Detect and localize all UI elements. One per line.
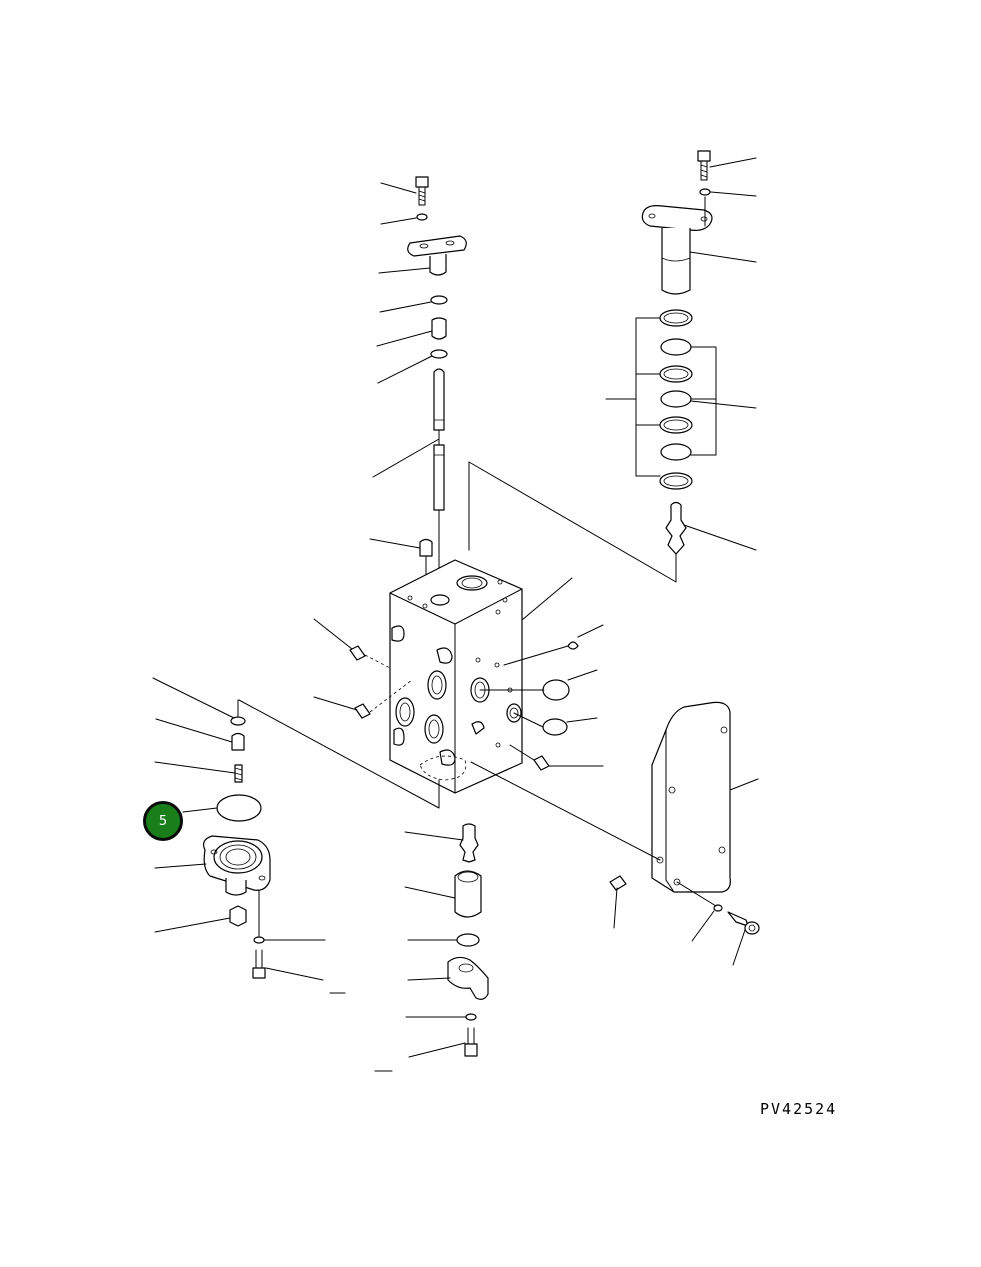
top-bolt: [415, 176, 429, 206]
callout-marker-5[interactable]: 5: [143, 801, 183, 841]
cover-plate: [651, 701, 731, 893]
valve-block: [389, 559, 523, 794]
left-flange: [202, 835, 271, 896]
left-oring-large: [216, 794, 262, 822]
bottom-oring: [456, 933, 480, 947]
diagram-code-label: PV42524: [760, 1100, 838, 1118]
left-oring-small: [230, 716, 246, 726]
bottom-washer: [465, 1013, 477, 1021]
top-oring-2: [430, 349, 448, 359]
tr-bolt: [697, 150, 711, 181]
block-plug-2: [354, 703, 371, 719]
bottom-cap: [447, 956, 489, 1000]
tr-washer: [699, 188, 711, 196]
bottom-fitting: [459, 823, 479, 863]
cover-plug: [609, 875, 627, 891]
top-washer: [416, 213, 428, 221]
top-plug: [431, 317, 447, 340]
left-plug: [231, 732, 245, 751]
left-washer: [253, 936, 265, 944]
block-oring-1: [567, 641, 579, 650]
tr-fitting: [665, 501, 687, 569]
left-bolt: [252, 949, 266, 979]
block-plug-1: [349, 645, 366, 661]
spool: [433, 368, 445, 511]
block-plug-3: [533, 755, 550, 771]
block-plate-1: [542, 679, 570, 701]
bottom-bolt: [464, 1027, 478, 1057]
cover-bolt: [727, 911, 760, 935]
top-flange: [407, 235, 467, 276]
small-plug-top: [419, 538, 433, 557]
left-nut: [229, 905, 247, 927]
tr-seal-stack: [659, 309, 693, 490]
block-plate-2: [542, 718, 568, 736]
tr-cap: [641, 196, 713, 295]
top-oring-1: [430, 295, 448, 305]
bottom-sleeve: [454, 870, 482, 918]
